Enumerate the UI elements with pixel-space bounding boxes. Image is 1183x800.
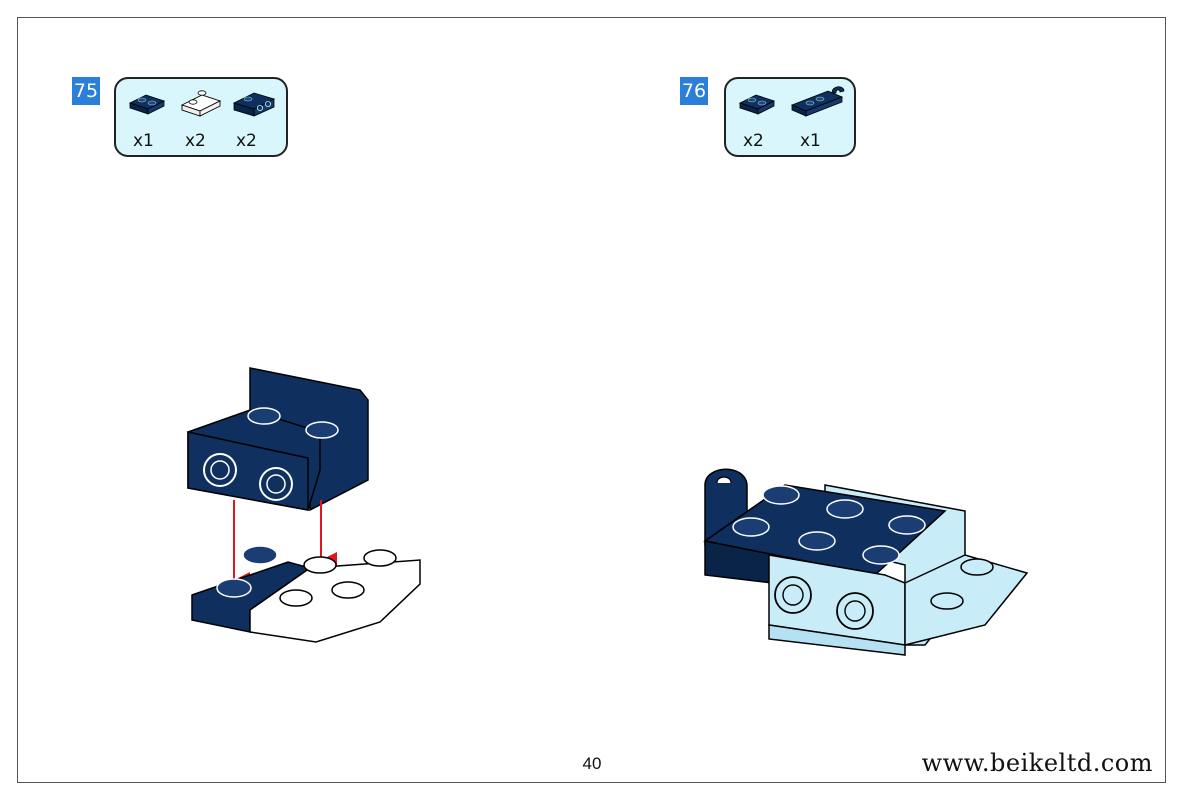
step-75-parts-box: x1 x2 x2 [114,77,288,157]
navy-clip-plate-icon [790,86,845,117]
navy-plate-1x2-icon [128,94,166,115]
part-qty: x1 [800,131,821,151]
page-number: 40 [582,754,602,773]
navy-plate-1x2-icon [738,94,776,115]
step-75-number: 75 [72,77,100,105]
step-76-number: 76 [680,77,708,105]
part-qty: x2 [185,131,206,151]
part-qty: x2 [743,131,764,151]
navy-bracket-plate-icon [232,92,276,117]
step-75-assembly-illustration [187,367,421,643]
step-76-assembly-illustration [703,468,1029,656]
part-qty: x2 [236,131,257,151]
step-76-parts-box: x2 x1 [724,77,856,157]
page-frame [17,17,1166,783]
white-inverted-slope-icon [180,90,222,117]
website-link[interactable]: www.beikeltd.com [921,749,1153,777]
part-qty: x1 [133,131,154,151]
